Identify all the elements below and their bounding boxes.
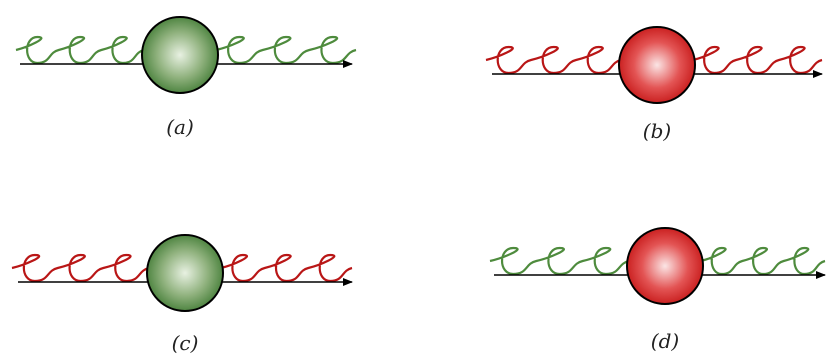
particle-ball: [627, 228, 703, 304]
panel-c: (c): [12, 235, 352, 355]
particle-ball: [619, 27, 695, 103]
panel-b: (b): [486, 27, 822, 143]
right-helix: [216, 37, 356, 63]
particle-ball: [142, 17, 218, 93]
right-helix: [693, 47, 822, 73]
left-helix: [16, 37, 144, 63]
right-helix: [221, 255, 352, 281]
caption: (b): [643, 119, 671, 143]
right-helix: [701, 248, 825, 274]
left-helix: [12, 255, 149, 281]
left-helix: [486, 47, 621, 73]
panel-d: (d): [490, 228, 825, 353]
left-helix: [490, 248, 629, 274]
panel-a: (a): [16, 17, 356, 139]
caption: (a): [166, 115, 194, 139]
caption: (d): [651, 329, 679, 353]
caption: (c): [172, 331, 199, 355]
particle-ball: [147, 235, 223, 311]
